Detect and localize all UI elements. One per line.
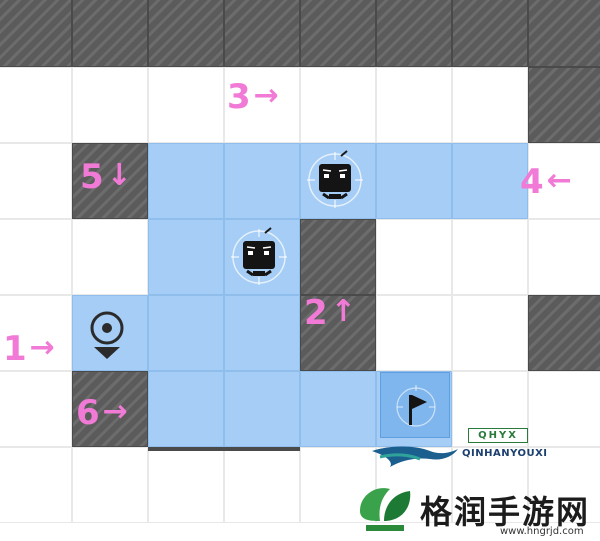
watermark-brand: QINHANYOUXI	[462, 448, 548, 459]
arrow-up-icon: ↑	[330, 294, 356, 329]
board-cell-path	[224, 143, 300, 219]
board-cell-empty	[72, 67, 148, 143]
board-cell-wall	[224, 0, 300, 67]
board-cell-wall	[528, 0, 600, 67]
board-cell-wall	[528, 67, 600, 143]
leaf-logo-icon	[360, 488, 411, 531]
board-cell-empty	[528, 143, 600, 219]
watermark-url: www.hngrjd.com	[500, 526, 584, 537]
arrow-down-icon: ↓	[106, 158, 132, 193]
annotation-2: 2↑	[304, 296, 356, 330]
board-cell-empty	[300, 67, 376, 143]
arrow-right-icon: →	[29, 330, 55, 365]
board-cell-path	[224, 295, 300, 371]
board-cell-empty	[224, 447, 300, 523]
board-cell-empty	[528, 219, 600, 295]
board-cell-empty	[148, 447, 224, 523]
board-cell-path	[452, 143, 528, 219]
board-cell-empty	[452, 447, 528, 523]
board-cell-empty	[452, 295, 528, 371]
annotation-number: 3	[227, 77, 251, 117]
board-cell-path	[148, 371, 224, 447]
arrow-left-icon: ←	[546, 163, 572, 198]
annotation-4: 4←	[520, 165, 572, 199]
watermark-cn-title: 格润手游网	[420, 493, 591, 531]
annotation-number: 1	[3, 329, 27, 369]
board-cell-wall	[72, 143, 148, 219]
board-cell-path	[376, 143, 452, 219]
board-cell-empty	[72, 447, 148, 523]
watermark-badge: QHYX	[468, 428, 528, 443]
board-cell-path	[72, 295, 148, 371]
annotation-5: 5↓	[80, 160, 132, 194]
board-cell-empty	[0, 295, 72, 371]
goal-tile	[380, 372, 450, 438]
board-cell-wall	[452, 0, 528, 67]
arrow-right-icon: →	[253, 78, 279, 113]
board-cell-empty	[0, 447, 72, 523]
board-cell-empty	[0, 67, 72, 143]
board-cell-wall	[0, 0, 72, 67]
black-cube-enemy-icon	[231, 227, 287, 285]
board-cell-empty	[376, 219, 452, 295]
annotation-number: 2	[304, 293, 328, 333]
arrow-right-icon: →	[102, 394, 128, 429]
board-cell-empty	[376, 295, 452, 371]
black-cube-enemy-icon	[307, 150, 363, 208]
site-watermark: QHYX QINHANYOUXI 格润手游网 www.hngrjd.com	[350, 428, 600, 541]
board-cell-wall	[72, 0, 148, 67]
board-cell-wall	[300, 295, 376, 371]
board-cell-path	[224, 371, 300, 447]
board-cell-path	[300, 371, 376, 447]
location-pin-icon	[90, 311, 124, 359]
annotation-1: 1→	[3, 332, 55, 366]
annotation-3: 3→	[227, 80, 279, 114]
board-cell-wall	[300, 219, 376, 295]
board-cell-wall	[376, 0, 452, 67]
board-cell-wall	[72, 371, 148, 447]
board-cell-empty	[300, 447, 376, 523]
annotation-number: 4	[520, 162, 544, 202]
board-cell-wall	[148, 0, 224, 67]
board-cell-empty	[376, 67, 452, 143]
board-cell-empty	[0, 371, 72, 447]
board-cell-empty	[72, 219, 148, 295]
flag-icon	[396, 385, 436, 427]
board-cell-empty	[0, 219, 72, 295]
board-cell-empty	[528, 447, 600, 523]
board-cell-empty	[452, 219, 528, 295]
annotation-number: 5	[80, 157, 104, 197]
board-cell-path	[148, 295, 224, 371]
path-shadow	[148, 447, 300, 451]
board-cell-wall	[300, 0, 376, 67]
board-cell-empty	[0, 143, 72, 219]
board-cell-empty	[452, 67, 528, 143]
board-cell-path	[148, 143, 224, 219]
board-cell-path	[148, 219, 224, 295]
board-cell-wall	[528, 295, 600, 371]
annotation-number: 6	[76, 393, 100, 433]
annotation-6: 6→	[76, 396, 128, 430]
dragon-logo-icon	[372, 446, 458, 467]
board-cell-empty	[224, 67, 300, 143]
board-cell-empty	[528, 371, 600, 447]
board-cell-empty	[148, 67, 224, 143]
